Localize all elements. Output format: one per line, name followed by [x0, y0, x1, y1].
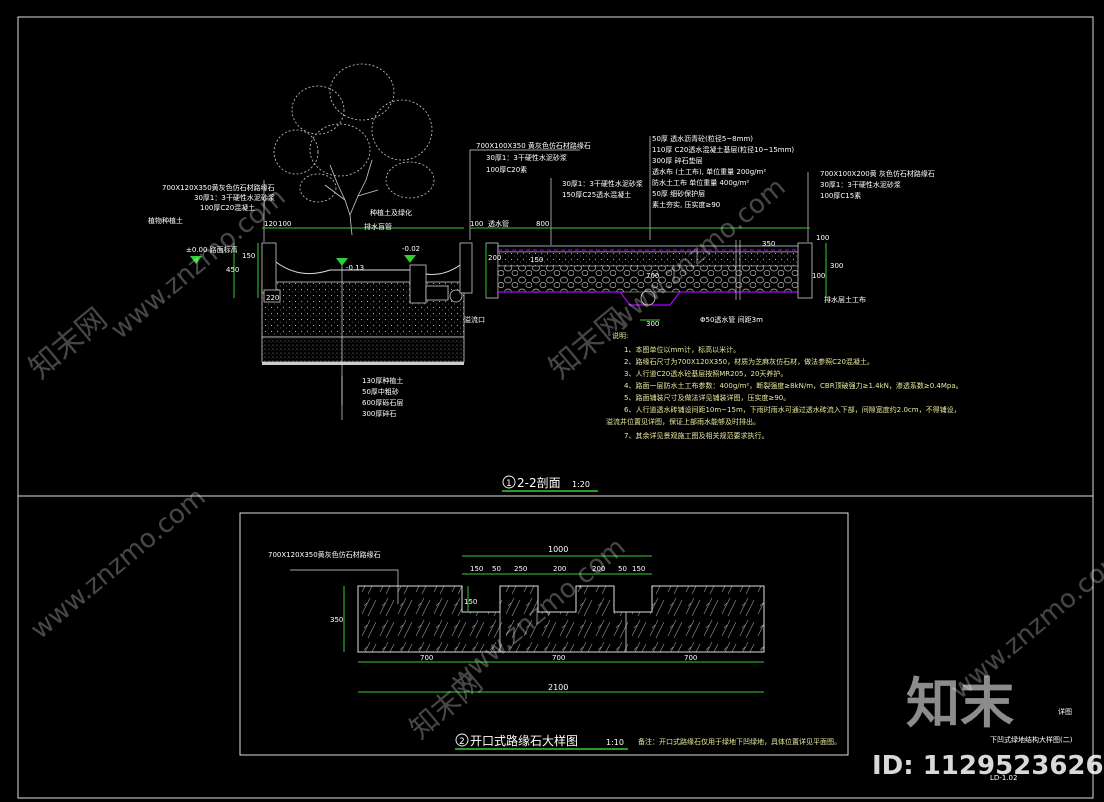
note-line: 4、路面一层防水土工布参数：400g/m²，断裂强度≥8kN/m，CBR顶破强力…: [624, 381, 963, 390]
curb-detail: [357, 585, 765, 653]
label-mortar3: 30厚1：3干硬性水泥砂浆: [820, 180, 901, 189]
detail-remark: 备注：开口式路缘石仅用于绿地下凹绿地，具体位置详见平面图。: [638, 737, 841, 746]
detail-seg-top: 150: [470, 565, 483, 573]
dim-150b: 150: [530, 256, 543, 264]
dim-450: 450: [226, 266, 239, 274]
dim-120: 120: [264, 220, 277, 228]
label-p3: 300厚 碎石垫层: [652, 156, 703, 165]
label-p7: 素土夯实, 压实度≥90: [652, 200, 720, 209]
detail-callout: 700X120X350黄灰色仿石材路缘石: [268, 550, 381, 559]
detail-seg-top: 50: [618, 565, 627, 573]
title-block-small: 详图: [1058, 707, 1072, 716]
svg-text:开口式路缘石大样图: 开口式路缘石大样图: [470, 733, 578, 748]
detail-title: 2 开口式路缘石大样图 1:10: [455, 733, 628, 750]
label-c15: 100厚C15素: [820, 191, 861, 200]
svg-text:1:10: 1:10: [606, 738, 624, 747]
section-title: 1 2-2剖面 1:20: [502, 475, 598, 492]
note-line: 2、路缘石尺寸为700X120X350，材质为芝麻灰仿石材，做法参照C20混凝土…: [624, 357, 874, 366]
dim-100c: 100: [816, 234, 829, 242]
svg-text:1:20: 1:20: [572, 480, 590, 489]
svg-text:2-2剖面: 2-2剖面: [517, 476, 561, 490]
label-walk-a: 30厚1：3干硬性水泥砂浆: [562, 179, 643, 188]
label-c20-2: 100厚C20素: [486, 165, 527, 174]
label-p1: 50厚 透水沥青砼(粒径5~8mm): [652, 134, 753, 143]
dim-350: 350: [762, 240, 775, 248]
label-note-right2: 排水层土工布: [824, 295, 866, 304]
note-line: 3、人行道C20透水砼基层按照MR205，20天养护。: [624, 369, 787, 378]
detail-seg-top: 50: [492, 565, 501, 573]
label-p6: 50厚 细砂保护层: [652, 189, 705, 198]
svg-text:2: 2: [459, 737, 465, 747]
note-line: 5、路面铺装尺寸及做法详见铺装详图，压实度≥90。: [624, 393, 790, 402]
svg-text:www.znzmo.com: www.znzmo.com: [25, 482, 211, 645]
svg-text:知末网: 知末网: [23, 301, 114, 386]
label-drain: 排水盲管: [364, 222, 392, 231]
label-curb-top: 700X120X350黄灰色仿石材路缘石: [162, 183, 275, 192]
note-line: 1、本图单位以mm计，标高以米计。: [624, 345, 740, 354]
detail-seg-bottom: 700: [552, 654, 565, 662]
label-walk-b: 150厚C25透水混凝土: [562, 190, 631, 199]
watermark-id: ID: 1129523626: [872, 751, 1104, 781]
pavement-section: [485, 240, 813, 306]
label-curb-right: 700X100X200黄 灰色仿石材路缘石: [820, 169, 935, 178]
detail-seg-bottom: 700: [684, 654, 697, 662]
dim-220: 220: [266, 294, 279, 302]
detail-dim-left: 350: [330, 616, 343, 624]
dim-100d: 100: [812, 272, 825, 280]
label-note-right: Φ50透水管 间距3m: [700, 315, 763, 324]
detail-dim-notch: 150: [464, 598, 477, 606]
label-p4: 透水布 (土工布), 单位重量 200g/m²: [652, 167, 766, 176]
label-p2: 110厚 C20透水混凝土基层(粒径10~15mm): [652, 145, 794, 154]
label-base2: 50厚中粗砂: [362, 387, 399, 396]
dim-300: 300: [646, 320, 659, 328]
detail-frame: [239, 512, 849, 756]
detail-dim-total-bottom: 2100: [548, 683, 568, 692]
detail-seg-top: 150: [632, 565, 645, 573]
dim-200: 200: [488, 254, 501, 262]
dim-800: 800: [536, 220, 549, 228]
detail-seg-top: 250: [514, 565, 527, 573]
detail-seg-top: 200: [592, 565, 605, 573]
dim-100b: 100: [470, 220, 483, 228]
label-base1: 130厚种植土: [362, 376, 403, 385]
note-line: 溢流井位置见详图，保证上部雨水能够及时排出。: [606, 417, 760, 426]
detail-seg-top: 200: [553, 565, 566, 573]
watermark-brand: 知末: [906, 672, 1014, 735]
label-mortar1: 30厚1：3干硬性水泥砂浆: [194, 193, 275, 202]
label-level2: -0.13: [346, 264, 364, 272]
dim-150: 150: [242, 252, 255, 260]
drawing-frame: [17, 16, 1094, 799]
label-level0: ±0.00 路面标高: [186, 245, 238, 254]
label-curb-mid: 700X100X350 黄灰色仿石材路缘石: [476, 141, 591, 150]
label-overflow: 溢流口: [464, 315, 485, 324]
label-level1: -0.02: [402, 245, 420, 253]
dim-100: 100: [278, 220, 291, 228]
tree-icon: [273, 63, 435, 236]
label-mortar2: 30厚1：3干硬性水泥砂浆: [486, 153, 567, 162]
detail-seg-bottom: 700: [420, 654, 433, 662]
label-pipe: 透水管: [488, 219, 509, 228]
dim-700: 700: [646, 272, 659, 280]
detail-dim-total-top: 1000: [548, 545, 568, 554]
svg-text:1: 1: [506, 479, 512, 489]
dim-300b: 300: [830, 262, 843, 270]
note-line: 7、其余详见景观施工图及相关规范要求执行。: [624, 431, 768, 440]
label-base4: 300厚碎石: [362, 409, 396, 418]
label-plant-left: 植物种植土: [148, 216, 183, 225]
notes-heading: 说明:: [612, 331, 628, 340]
label-p5: 防水土工布 单位重量 400g/m²: [652, 178, 749, 187]
title-block-line1: 下凹式绿地结构大样图(二): [990, 735, 1073, 744]
label-base3: 600厚砾石层: [362, 398, 403, 407]
note-line: 6、人行道透水砖铺设间距10m~15m，下雨时雨水可通过透水砖流入下部，间隙宽度…: [624, 405, 961, 414]
title-block-line2: LD-1.02: [990, 774, 1017, 782]
label-c20-1: 100厚C20混凝土: [200, 203, 255, 212]
label-grass: 种植土及绿化: [370, 208, 412, 217]
